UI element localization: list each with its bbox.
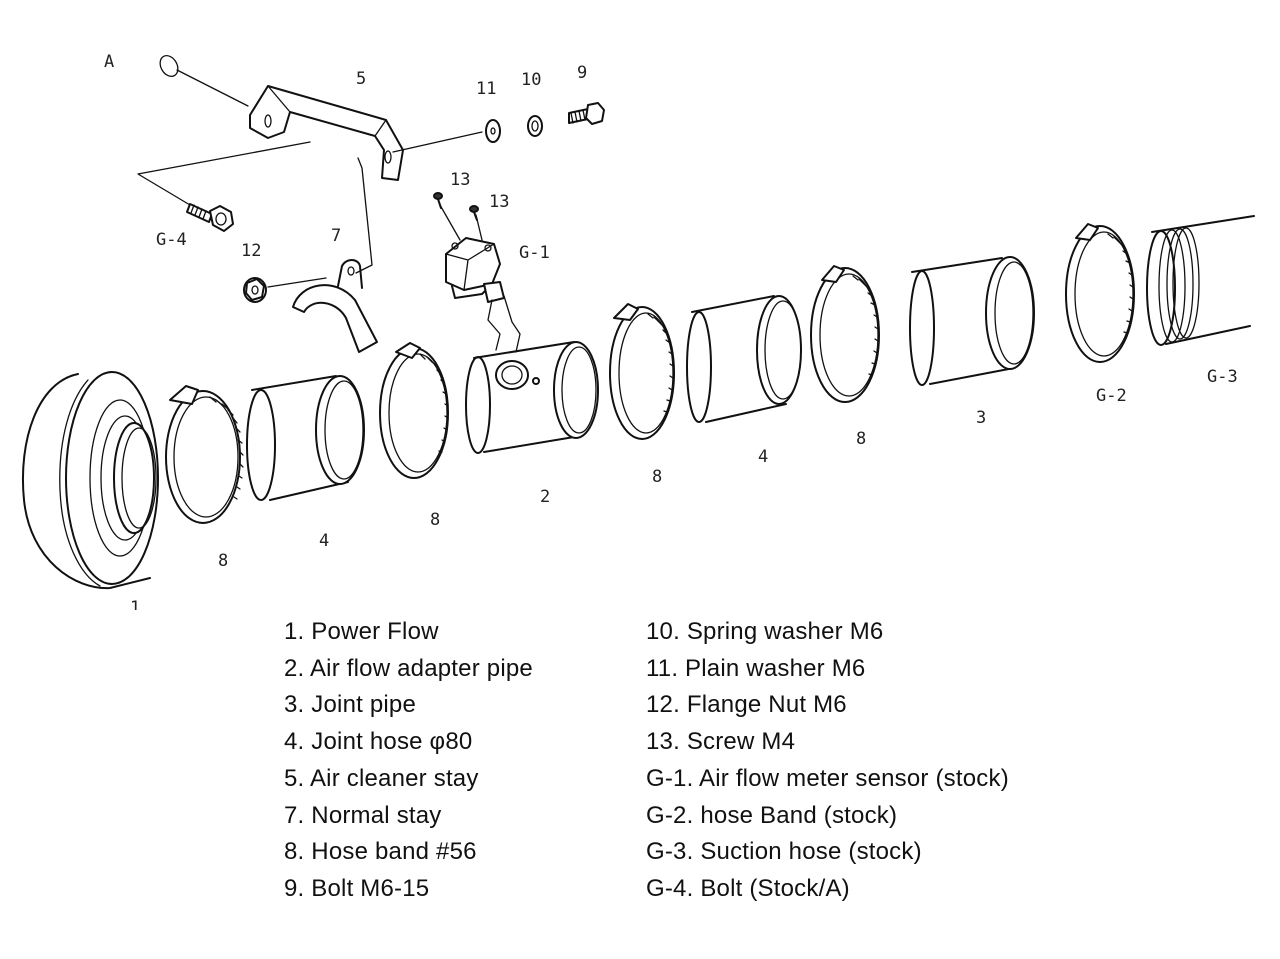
normal-stay — [292, 259, 378, 353]
label-1: 1 — [130, 598, 140, 610]
hose-band-4 — [810, 265, 880, 403]
legend-item: G-2. hose Band (stock) — [646, 801, 898, 829]
label-8c: 8 — [652, 467, 662, 487]
legend-item: 5. Air cleaner stay — [284, 764, 479, 792]
label-10: 10 — [521, 70, 541, 90]
legend-item: 4. Joint hose φ80 — [284, 728, 473, 756]
bolt-m6 — [568, 102, 605, 125]
legend-item: G-1. Air flow meter sensor (stock) — [646, 764, 1009, 792]
label-9: 9 — [577, 63, 587, 83]
label-5: 5 — [356, 69, 366, 89]
legend-item: 12. Flange Nut M6 — [646, 691, 847, 719]
legend-item: 13. Screw M4 — [646, 728, 796, 756]
plain-washer — [485, 119, 501, 143]
air-flow-adapter-pipe — [465, 341, 599, 454]
joint-pipe — [909, 256, 1035, 386]
legend-item: 7. Normal stay — [284, 801, 442, 829]
label-g1: G-1 — [519, 243, 550, 263]
legend-item: 11. Plain washer M6 — [646, 654, 866, 682]
legend-item: G-4. Bolt (Stock/A) — [646, 874, 850, 902]
label-13a: 13 — [450, 170, 470, 190]
label-a: A — [104, 52, 114, 72]
suction-hose — [1146, 215, 1255, 346]
label-7: 7 — [331, 226, 341, 246]
leader-lines — [137, 69, 483, 288]
legend-item: 2. Air flow adapter pipe — [284, 654, 533, 682]
joint-hose-1 — [246, 375, 365, 501]
part-labels: A 5 11 10 9 13 13 G-4 12 7 G-1 1 8 4 8 2… — [104, 52, 1238, 610]
legend-item: 1. Power Flow — [284, 618, 439, 645]
power-flow-filter — [22, 371, 159, 590]
exploded-parts-diagram: A 5 11 10 9 13 13 G-4 12 7 G-1 1 8 4 8 2… — [22, 52, 1255, 610]
label-8b: 8 — [430, 510, 440, 530]
label-3: 3 — [976, 408, 986, 428]
legend-column-right: 10. Spring washer M6 11. Plain washer M6… — [646, 614, 1009, 908]
label-g2: G-2 — [1096, 386, 1127, 406]
label-4b: 4 — [758, 447, 768, 467]
label-2: 2 — [540, 487, 550, 507]
label-g3: G-3 — [1207, 367, 1238, 387]
hose-band-g2 — [1065, 223, 1135, 363]
air-cleaner-stay — [249, 85, 404, 181]
hose-band-3 — [609, 303, 675, 440]
legend-item: 9. Bolt M6-15 — [284, 874, 430, 902]
legend-item: 8. Hose band #56 — [284, 838, 477, 866]
label-13b: 13 — [489, 192, 509, 212]
legend-item: G-3. Suction hose (stock) — [646, 838, 922, 866]
parts-legend: 1. Power Flow 2. Air flow adapter pipe 3… — [284, 614, 1184, 914]
label-12: 12 — [241, 241, 261, 261]
legend-item: 10. Spring washer M6 — [646, 618, 884, 645]
screw-m4-a — [433, 192, 443, 209]
flange-nut — [243, 277, 267, 303]
joint-hose-2 — [686, 295, 802, 423]
legend-column-left: 1. Power Flow 2. Air flow adapter pipe 3… — [284, 614, 533, 908]
label-8a: 8 — [218, 551, 228, 571]
o-ring — [159, 55, 179, 77]
screw-m4-b — [469, 205, 479, 221]
spring-washer — [527, 115, 543, 137]
legend-item: 3. Joint pipe — [284, 691, 417, 719]
hose-band-2 — [379, 342, 449, 479]
air-flow-meter-sensor — [445, 237, 521, 353]
label-g4: G-4 — [156, 230, 187, 250]
label-11: 11 — [476, 79, 496, 99]
label-8d: 8 — [856, 429, 866, 449]
bolt-g4 — [186, 203, 234, 232]
label-4a: 4 — [319, 531, 329, 551]
hose-band-1 — [165, 385, 244, 524]
